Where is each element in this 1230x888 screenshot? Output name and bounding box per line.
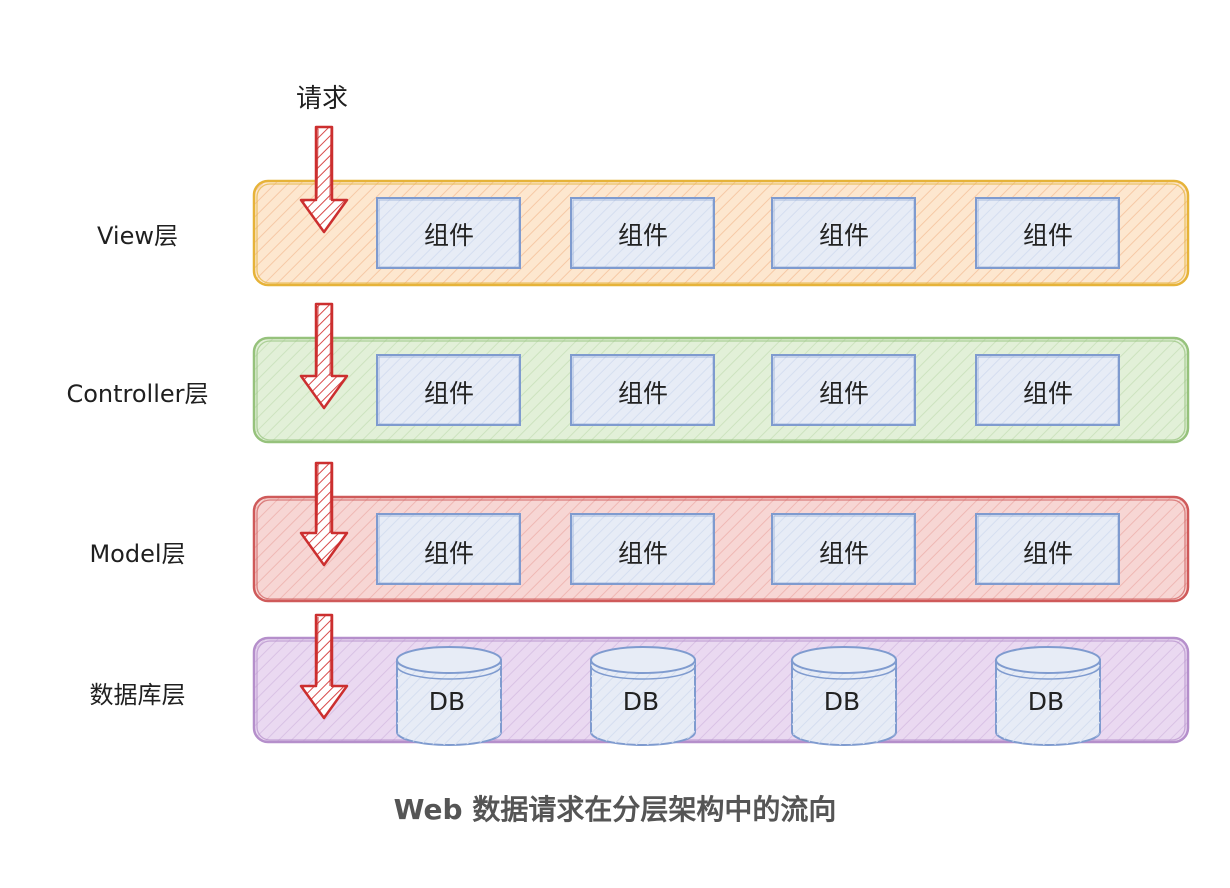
component-box-outline: [771, 513, 916, 585]
component-box-sketch-line: [977, 515, 1119, 584]
database-cylinder-rim: [590, 665, 696, 680]
layer-band-sketch-line: [256, 640, 1186, 741]
database-cylinder-top: [995, 646, 1101, 674]
component-box-sketch-line: [773, 356, 915, 425]
request-arrow-sketch-line: [316, 127, 332, 201]
request-down-arrow-icon: [299, 125, 349, 234]
database-label: DB: [622, 687, 660, 716]
component-box-outline: [771, 354, 916, 426]
component-box-sketch-line: [977, 199, 1119, 268]
layer-label-controller: Controller层: [66, 380, 209, 408]
component-box-sketch-line: [773, 199, 915, 268]
component-box-outline: [975, 513, 1120, 585]
request-arrow-sketch-line: [316, 304, 332, 377]
request-label: 请求: [296, 84, 349, 114]
component-label: 组件: [617, 379, 668, 408]
layer-band-sketch-line: [256, 499, 1186, 600]
component-label: 组件: [423, 221, 474, 250]
component-label: 组件: [1022, 379, 1073, 408]
component-label: 组件: [617, 539, 668, 568]
layer-label-database: 数据库层: [89, 681, 186, 709]
component-label: 组件: [423, 379, 474, 408]
component-box-outline: [975, 197, 1120, 269]
figure-caption: Web 数据请求在分层架构中的流向: [393, 793, 837, 826]
component-box-outline: [376, 197, 521, 269]
component-box-outline: [376, 513, 521, 585]
database-cylinder-hatch: [397, 660, 501, 745]
request-down-arrow-icon: [299, 461, 349, 567]
database-cylinder-hatch: [996, 660, 1100, 745]
database-cylinder-rim: [995, 665, 1101, 680]
component-label: 组件: [1022, 539, 1073, 568]
database-label: DB: [1027, 687, 1065, 716]
component-box-outline: [975, 354, 1120, 426]
component-box-sketch-line: [977, 356, 1119, 425]
component-box-outline: [570, 513, 715, 585]
component-label: 组件: [818, 539, 869, 568]
component-label: 组件: [1022, 221, 1073, 250]
database-cylinder-hatch: [591, 660, 695, 745]
component-box-outline: [771, 197, 916, 269]
request-arrow-sketch-line: [316, 615, 332, 687]
component-box-sketch-line: [572, 199, 714, 268]
database-label: DB: [823, 687, 861, 716]
database-label: DB: [428, 687, 466, 716]
request-down-arrow-icon: [299, 613, 349, 720]
request-arrow-sketch-line: [316, 463, 332, 534]
database-cylinder-rim: [791, 665, 897, 680]
request-down-arrow-icon: [299, 302, 349, 410]
layer-band-sketch-line: [256, 340, 1186, 441]
component-label: 组件: [818, 379, 869, 408]
layer-label-model: Model层: [89, 540, 186, 568]
component-box-sketch-line: [773, 515, 915, 584]
component-label: 组件: [617, 221, 668, 250]
component-box-outline: [570, 354, 715, 426]
component-box-sketch-line: [378, 515, 520, 584]
component-box-outline: [376, 354, 521, 426]
layer-band-sketch-line: [256, 183, 1186, 284]
database-cylinder-top: [590, 646, 696, 674]
component-box-outline: [570, 197, 715, 269]
component-box-sketch-line: [572, 356, 714, 425]
component-label: 组件: [818, 221, 869, 250]
database-cylinder-hatch: [792, 660, 896, 745]
database-cylinder-rim: [396, 665, 502, 680]
database-cylinder-top: [396, 646, 502, 674]
component-box-sketch-line: [378, 199, 520, 268]
layer-label-view: View层: [97, 222, 178, 250]
component-box-sketch-line: [378, 356, 520, 425]
component-box-sketch-line: [572, 515, 714, 584]
database-cylinder-top: [791, 646, 897, 674]
component-label: 组件: [423, 539, 474, 568]
